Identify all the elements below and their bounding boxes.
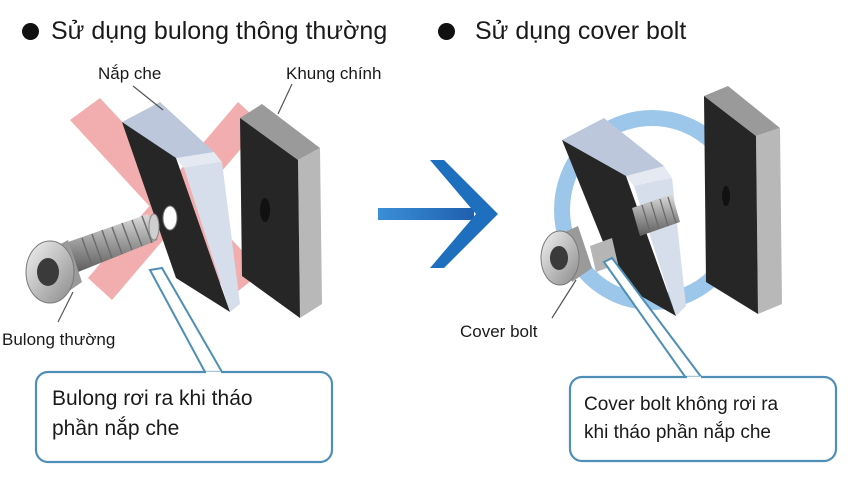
left-leaders <box>57 83 293 323</box>
callout-text-right: Cover bolt không rơi ra khi tháo phần nắ… <box>584 391 778 447</box>
cover-bolt <box>540 194 680 286</box>
heading-cover-bolt-text: Sử dụng cover bolt <box>475 17 687 45</box>
callout-box-left <box>34 266 334 464</box>
callout-right-line-2: khi tháo phần nắp che <box>584 422 771 443</box>
main-frame-right <box>704 86 782 314</box>
bullet-icon <box>438 22 455 40</box>
label-cover: Nắp che <box>98 64 162 83</box>
heading-cover-bolt: Sử dụng cover bolt <box>438 16 686 46</box>
cover-plate-left <box>122 102 240 312</box>
callout-right-line-1: Cover bolt không rơi ra <box>584 394 779 415</box>
label-main-frame: Khung chính <box>286 64 382 83</box>
heading-normal-bolt: Sử dụng bulong thông thường <box>22 16 387 46</box>
main-frame-left <box>240 104 322 318</box>
transition-arrow <box>378 160 498 268</box>
callout-box-right <box>568 256 838 463</box>
bullet-icon <box>22 22 39 40</box>
label-cover-bolt: Cover bolt <box>460 322 538 341</box>
callout-left-line-2: phần nắp che <box>52 417 180 440</box>
normal-bolt <box>25 213 160 304</box>
callout-left-line-1: Bulong rơi ra khi tháo <box>52 387 253 410</box>
callout-text-left: Bulong rơi ra khi tháo phần nắp che <box>52 384 253 444</box>
right-bolt-leader <box>551 279 577 319</box>
label-normal-bolt: Bulong thường <box>2 330 116 349</box>
heading-normal-bolt-text: Sử dụng bulong thông thường <box>51 17 388 45</box>
